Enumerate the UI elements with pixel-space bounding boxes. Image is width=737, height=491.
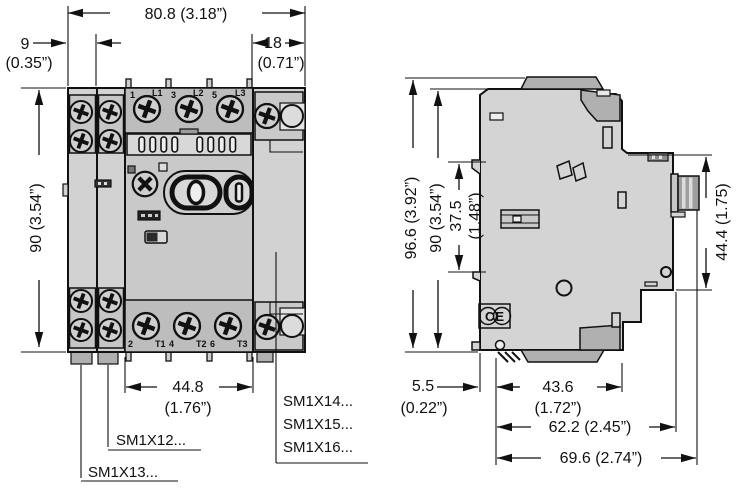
din-rail-slider [500, 209, 540, 229]
dim-front-aux-right-width: 18 (0.71”) [253, 35, 305, 72]
dim-side-clip-depth: 5.5 (0.22”) [400, 378, 520, 417]
terminal-label: L3 [235, 88, 246, 98]
dim-label: (0.22”) [400, 400, 447, 417]
front-aux-module-inner-left [94, 87, 126, 353]
dim-label: (1.76”) [164, 400, 211, 417]
terminal-label: 5 [212, 90, 217, 100]
terminal-label: 1 [130, 90, 135, 100]
dim-label: 90 (3.54”) [28, 183, 45, 252]
front-main-body: 1 L1 3 L2 5 L3 2 T1 4 T2 6 T3 [124, 87, 255, 353]
side-top-right-block [580, 89, 621, 122]
face-detail-square [158, 162, 168, 172]
terminal-label: L1 [152, 88, 163, 98]
test-slider-knob [146, 232, 158, 242]
side-bottom-cap [519, 349, 606, 363]
aux-contact-hole [280, 104, 304, 128]
dim-label: 43.6 [542, 379, 573, 396]
terminal-label: 2 [128, 339, 133, 349]
front-dimensions: 80.8 (3.18”) 9 (0.35”) 18 (0.71”) 90 (3.… [5, 6, 306, 417]
on-button-bar-glyph [234, 182, 244, 203]
dim-label: (1.72”) [534, 400, 581, 417]
ce-mark: CE [478, 303, 512, 329]
dim-side-mid-depth: 62.2 (2.45”) [497, 419, 675, 436]
dim-side-front-height: 44.4 (1.75) [701, 157, 731, 288]
dim-label: (1.48”) [467, 192, 484, 239]
front-button-bezel-side [670, 173, 700, 218]
dim-label: 69.6 (2.74”) [560, 450, 643, 467]
din-clip-lower [472, 271, 481, 282]
front-aux-module-outer-left [62, 87, 98, 353]
callout-sm1x15: SM1X15... [283, 416, 353, 433]
dim-side-mid-height: 37.5 (1.48”) [448, 164, 484, 270]
terminal-label: T3 [237, 339, 248, 349]
terminal-label: T2 [196, 339, 207, 349]
front-top-pins [125, 78, 253, 89]
dim-label: 44.8 [172, 379, 203, 396]
dim-label: 62.2 (2.45”) [549, 419, 632, 436]
dim-label: 37.5 [448, 200, 465, 231]
terminal-label: 4 [169, 339, 174, 349]
terminal-labels-bottom: 2 T1 4 T2 6 T3 [128, 339, 248, 349]
dim-label: 96.6 (3.92”) [403, 177, 420, 260]
dim-label: (0.35”) [5, 55, 52, 72]
dim-label: 80.8 (3.18”) [145, 6, 228, 23]
front-aux-module-right [252, 87, 306, 353]
dim-side-overall-depth: 69.6 (2.74”) [497, 450, 696, 467]
callout-sm1x12: SM1X12... [116, 432, 186, 449]
dim-label: 5.5 [412, 378, 434, 395]
dim-front-aux-left-width: 9 (0.35”) [5, 36, 121, 72]
dim-label: 18 [264, 35, 282, 52]
callout-labels: SM1X13... SM1X12... SM1X14... SM1X15... … [80, 252, 368, 482]
off-button-zero-glyph [186, 179, 206, 206]
pushbutton-group [163, 170, 255, 215]
terminal-labels-top: 1 L1 3 L2 5 L3 [130, 88, 246, 100]
dim-side-base-depth: 43.6 (1.72”) [497, 379, 621, 417]
dim-front-base-width: 44.8 (1.76”) [126, 379, 252, 417]
dim-front-overall-width: 80.8 (3.18”) [68, 6, 305, 23]
front-view: 1 L1 3 L2 5 L3 2 T1 4 T2 6 T3 [62, 78, 306, 365]
face-detail-square [127, 165, 136, 174]
terminal-label: 3 [171, 90, 176, 100]
callout-sm1x14: SM1X14... [283, 393, 353, 410]
front-bottom-feet [70, 351, 274, 365]
din-release-tab [497, 351, 521, 363]
terminal-label: 6 [210, 339, 215, 349]
ce-text: CE [485, 309, 505, 324]
dim-front-height: 90 (3.54”) [28, 90, 45, 347]
side-top-cap [519, 76, 605, 90]
aux-contact-hole [280, 314, 304, 338]
dim-side-overall-height: 96.6 (3.92”) [403, 80, 420, 348]
dim-label: 9 [21, 36, 30, 53]
callout-sm1x13: SM1X13... [88, 464, 158, 481]
terminal-label: L2 [193, 88, 204, 98]
side-bottom-right-block [579, 324, 621, 351]
callout-sm1x16: SM1X16... [283, 439, 353, 456]
dim-side-body-height: 90 (3.54”) [428, 91, 445, 348]
dim-label: 90 (3.54”) [428, 183, 445, 252]
din-clip-upper [471, 159, 481, 175]
side-view: CE [471, 76, 700, 363]
terminal-label: T1 [155, 339, 166, 349]
side-dimensions: 96.6 (3.92”) 90 (3.54”) 37.5 (1.48”) 44.… [400, 77, 731, 467]
dim-label: (0.71”) [257, 55, 304, 72]
front-ledge-tab [647, 152, 669, 162]
dim-label: 44.4 (1.75) [714, 183, 731, 260]
